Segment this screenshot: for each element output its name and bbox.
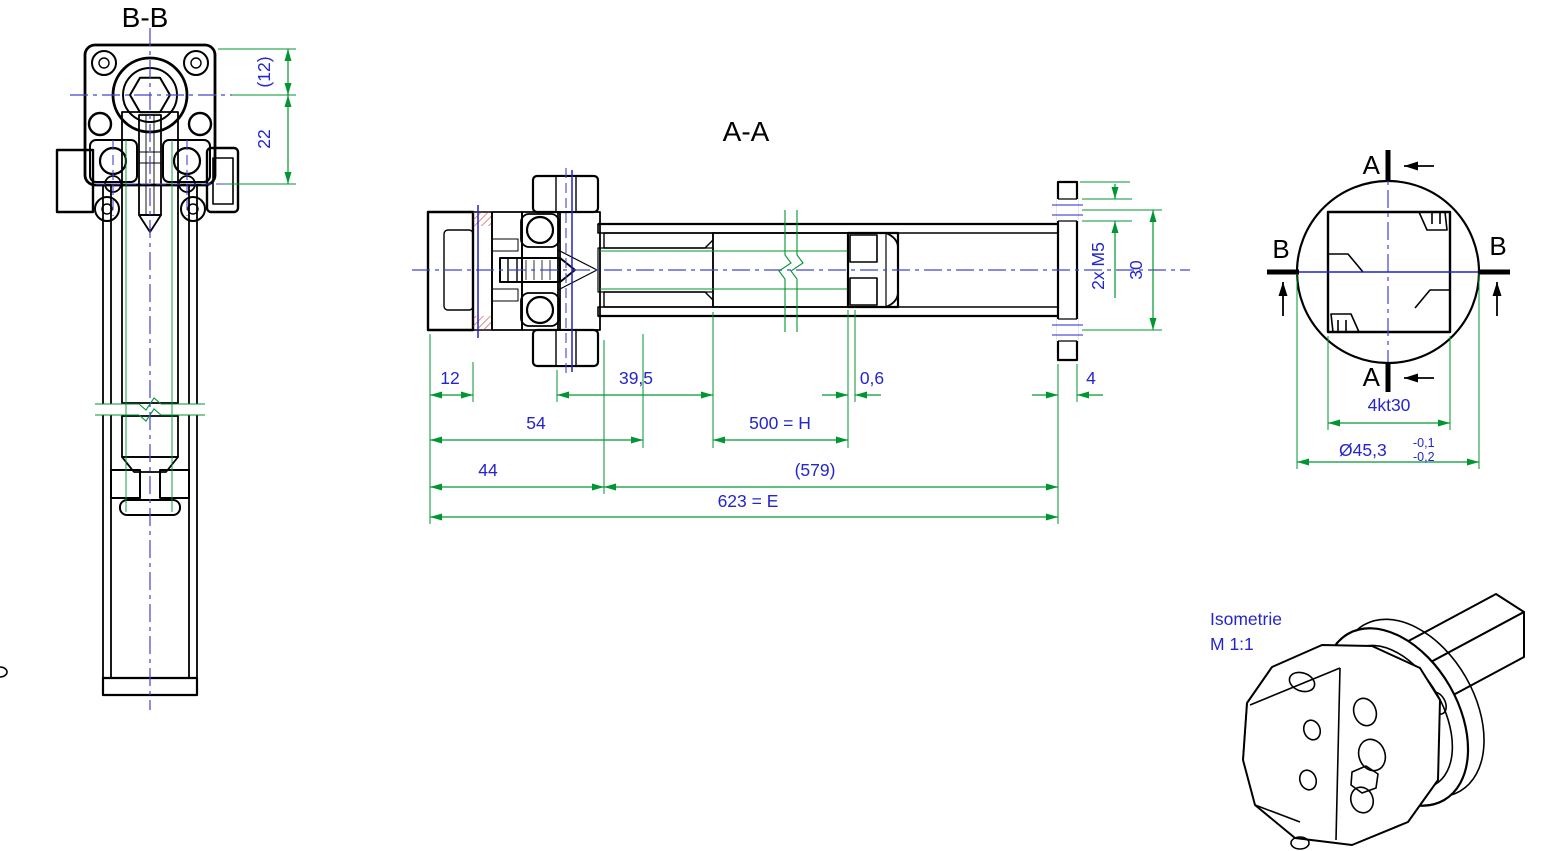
- aa-break-line: [778, 210, 792, 332]
- dim-text-623: 623 = E: [718, 491, 779, 511]
- aa-flange-hole-bottom: [1057, 319, 1078, 341]
- view-end-circle: B B A A 4kt30 Ø45,3 -0,1 -0,2: [1267, 150, 1510, 469]
- aa-seal: [491, 288, 519, 302]
- aa-bolt-tip: [559, 257, 576, 283]
- aa-bearing-ball: [525, 295, 555, 325]
- dim-text-m5: 2x M5: [1088, 242, 1108, 290]
- bb-seal-ring: [180, 196, 206, 222]
- bb-side-mount: [55, 148, 95, 214]
- cut-label-b-right: B: [1489, 231, 1506, 261]
- bb-piston-seal-left: [110, 469, 141, 499]
- bb-hex-socket: [129, 76, 171, 114]
- iso-facet-edge: [1249, 667, 1341, 706]
- bb-rod-chamfer: [121, 456, 179, 473]
- label-section-aa: A-A: [723, 116, 770, 147]
- aa-rod-sleeve-bottom: [603, 291, 714, 308]
- iso-hex-socket: [1350, 765, 1379, 794]
- dim-text-44: 44: [478, 460, 498, 480]
- aa-flange: [1056, 180, 1079, 362]
- bb-piston-seal-right: [159, 469, 190, 499]
- dim-text-30: 30: [1126, 260, 1146, 280]
- cut-label-b-left: B: [1272, 234, 1289, 264]
- bb-tube-wall-right: [188, 184, 198, 679]
- iso-scale: M 1:1: [1210, 634, 1254, 654]
- aa-nut-flat: [556, 177, 576, 211]
- aa-piston-seal: [849, 277, 878, 306]
- dim-text-tol-lower: -0,2: [1413, 450, 1435, 464]
- aa-membrane-band: [472, 211, 493, 331]
- aa-piston-seal: [849, 234, 878, 263]
- bb-screw-hole: [91, 50, 117, 76]
- iso-port-hole: [1288, 671, 1316, 693]
- dim-text-4kt30: 4kt30: [1368, 395, 1411, 415]
- bb-clip-inner: [212, 157, 234, 205]
- dim-text-4: 4: [1086, 368, 1096, 388]
- iso-facet-edge: [1242, 702, 1248, 761]
- aa-barrel-wall-top: [597, 223, 1059, 234]
- corner-tab: [1418, 211, 1448, 231]
- iso-title: Isometrie: [1210, 609, 1282, 629]
- bb-seal-ring: [94, 196, 120, 222]
- iso-facet-edge: [1254, 804, 1301, 823]
- aa-rod-guide: [557, 211, 601, 331]
- corner-notch: [1328, 253, 1364, 273]
- iso-screw-hole: [1290, 836, 1310, 850]
- iso-head-body: [1242, 644, 1441, 846]
- aa-flange-hole-top: [1057, 199, 1078, 221]
- iso-port-hole: [1352, 697, 1378, 727]
- iso-port-hole: [1357, 738, 1387, 772]
- dim-text-12: 12: [440, 368, 459, 388]
- dim-text-500: 500 = H: [749, 413, 811, 433]
- view-section-aa: A-A: [412, 116, 1190, 524]
- iso-screw-hole: [1298, 769, 1318, 791]
- bb-break-gap: [96, 404, 204, 415]
- iso-port-hole: [1349, 786, 1375, 814]
- bb-clip-outer: [205, 146, 240, 214]
- iso-screw-hole: [1302, 719, 1322, 741]
- dim-text-54: 54: [526, 413, 546, 433]
- dim-text-22: 22: [254, 129, 274, 148]
- view-isometric: Isometrie M 1:1: [0, 593, 1525, 850]
- aa-seal: [491, 238, 519, 252]
- bb-bolt-hole: [187, 111, 213, 137]
- dim-text-579: (579): [795, 460, 836, 480]
- dim-text-0-6: 0,6: [860, 368, 884, 388]
- iso-screw-hole: [0, 666, 8, 678]
- view-section-bb: B-B: [55, 2, 296, 710]
- dim-text-diameter: Ø45,3: [1339, 440, 1387, 460]
- corner-tab: [1330, 313, 1360, 333]
- dim-text-tol-upper: -0,1: [1413, 436, 1435, 450]
- aa-barrel-wall-bottom: [597, 306, 1059, 317]
- bb-bolt-hole: [87, 111, 113, 137]
- dim-text-39-5: 39,5: [619, 368, 653, 388]
- corner-notch: [1414, 289, 1450, 309]
- cut-label-a-top: A: [1363, 150, 1381, 180]
- iso-facet-edge: [1335, 667, 1341, 841]
- aa-rod-sleeve-top: [603, 232, 714, 249]
- bb-tube-wall-left: [102, 184, 112, 679]
- aa-break-line: [790, 210, 804, 332]
- label-section-bb: B-B: [122, 2, 169, 33]
- cut-label-a-bottom: A: [1363, 362, 1381, 392]
- bb-screw-hole: [183, 50, 209, 76]
- dim-text-12-ref: (12): [254, 56, 274, 87]
- aa-bearing-ball: [525, 215, 555, 245]
